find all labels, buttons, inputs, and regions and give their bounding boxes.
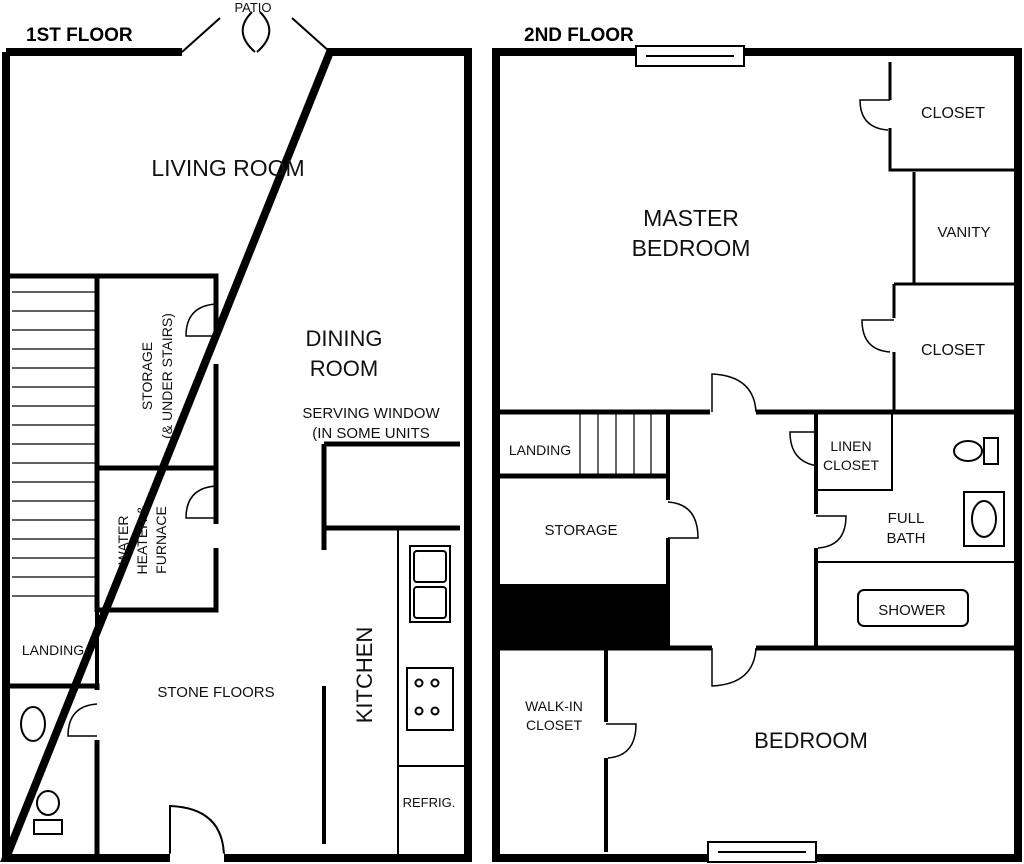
linen-closet-label-1: LINEN (830, 438, 871, 454)
full-bath-label-1: FULL (888, 510, 925, 527)
first-floor-title: 1ST FLOOR (26, 25, 133, 46)
master-bedroom-label-1: MASTER (643, 205, 739, 231)
water-heater-label-2: HEATER & (134, 505, 150, 575)
storage-label-2: (& UNDER STAIRS) (159, 313, 175, 439)
storage-2f-label: STORAGE (544, 522, 617, 539)
master-bedroom-label-2: BEDROOM (632, 235, 751, 261)
first-floor-landing-label: LANDING (22, 642, 84, 658)
closet-mid-label: CLOSET (921, 342, 985, 359)
bath-door (816, 515, 847, 549)
storage-label-1: STORAGE (139, 342, 155, 410)
first-floor-outer-wall (0, 48, 472, 862)
bath-sink-icon (963, 491, 1005, 547)
bedroom-label: BEDROOM (754, 728, 868, 753)
half-bath-sink-icon (20, 706, 46, 742)
master-bedroom-door (711, 373, 757, 413)
storage-door-2f (667, 501, 699, 539)
storage-door (185, 303, 217, 337)
water-heater-door (185, 485, 217, 519)
toilet-icon (953, 440, 983, 462)
front-door (169, 804, 225, 859)
half-bath-door (67, 703, 98, 737)
vanity-label: VANITY (937, 224, 990, 241)
kitchen-stove-icon (406, 667, 454, 731)
water-heater-label-3: FURNACE (153, 506, 169, 574)
linen-closet-label-2: CLOSET (823, 457, 879, 473)
dining-room-label-1: DINING (306, 326, 383, 351)
refrigerator-label: REFRIG. (403, 795, 456, 810)
walkin-closet-door (606, 723, 637, 759)
walkin-closet-label-1: WALK-IN (525, 698, 583, 714)
dining-room-label-2: ROOM (310, 356, 378, 381)
shower-label: SHOWER (878, 602, 946, 619)
water-heater-label-1: WATER (115, 516, 131, 565)
second-floor-title: 2ND FLOOR (524, 25, 634, 46)
serving-window-label-2: (IN SOME UNITS (312, 425, 430, 442)
patio-label: PATIO (234, 0, 271, 15)
closet-top-door (859, 99, 890, 131)
first-floor (0, 11, 472, 863)
first-floor-stairs (12, 291, 95, 597)
second-floor (492, 45, 1022, 863)
second-floor-stairs (579, 414, 652, 476)
kitchen-label: KITCHEN (352, 627, 377, 724)
patio-door (181, 11, 331, 53)
half-bath-toilet-icon (36, 790, 60, 816)
full-bath-label-2: BATH (887, 530, 926, 547)
walkin-closet-label-2: CLOSET (526, 717, 582, 733)
kitchen-sink-icon (409, 545, 451, 623)
bedroom-door (711, 647, 757, 687)
stone-floors-label: STONE FLOORS (157, 684, 274, 701)
linen-closet-door (789, 431, 819, 467)
shower-icon (857, 589, 969, 627)
wall-block (500, 586, 668, 646)
second-floor-landing-label: LANDING (509, 442, 571, 458)
closet-top-label: CLOSET (921, 105, 985, 122)
closet-mid-door (861, 319, 894, 353)
serving-window-label-1: SERVING WINDOW (302, 405, 440, 422)
living-room-label: LIVING ROOM (151, 155, 304, 181)
